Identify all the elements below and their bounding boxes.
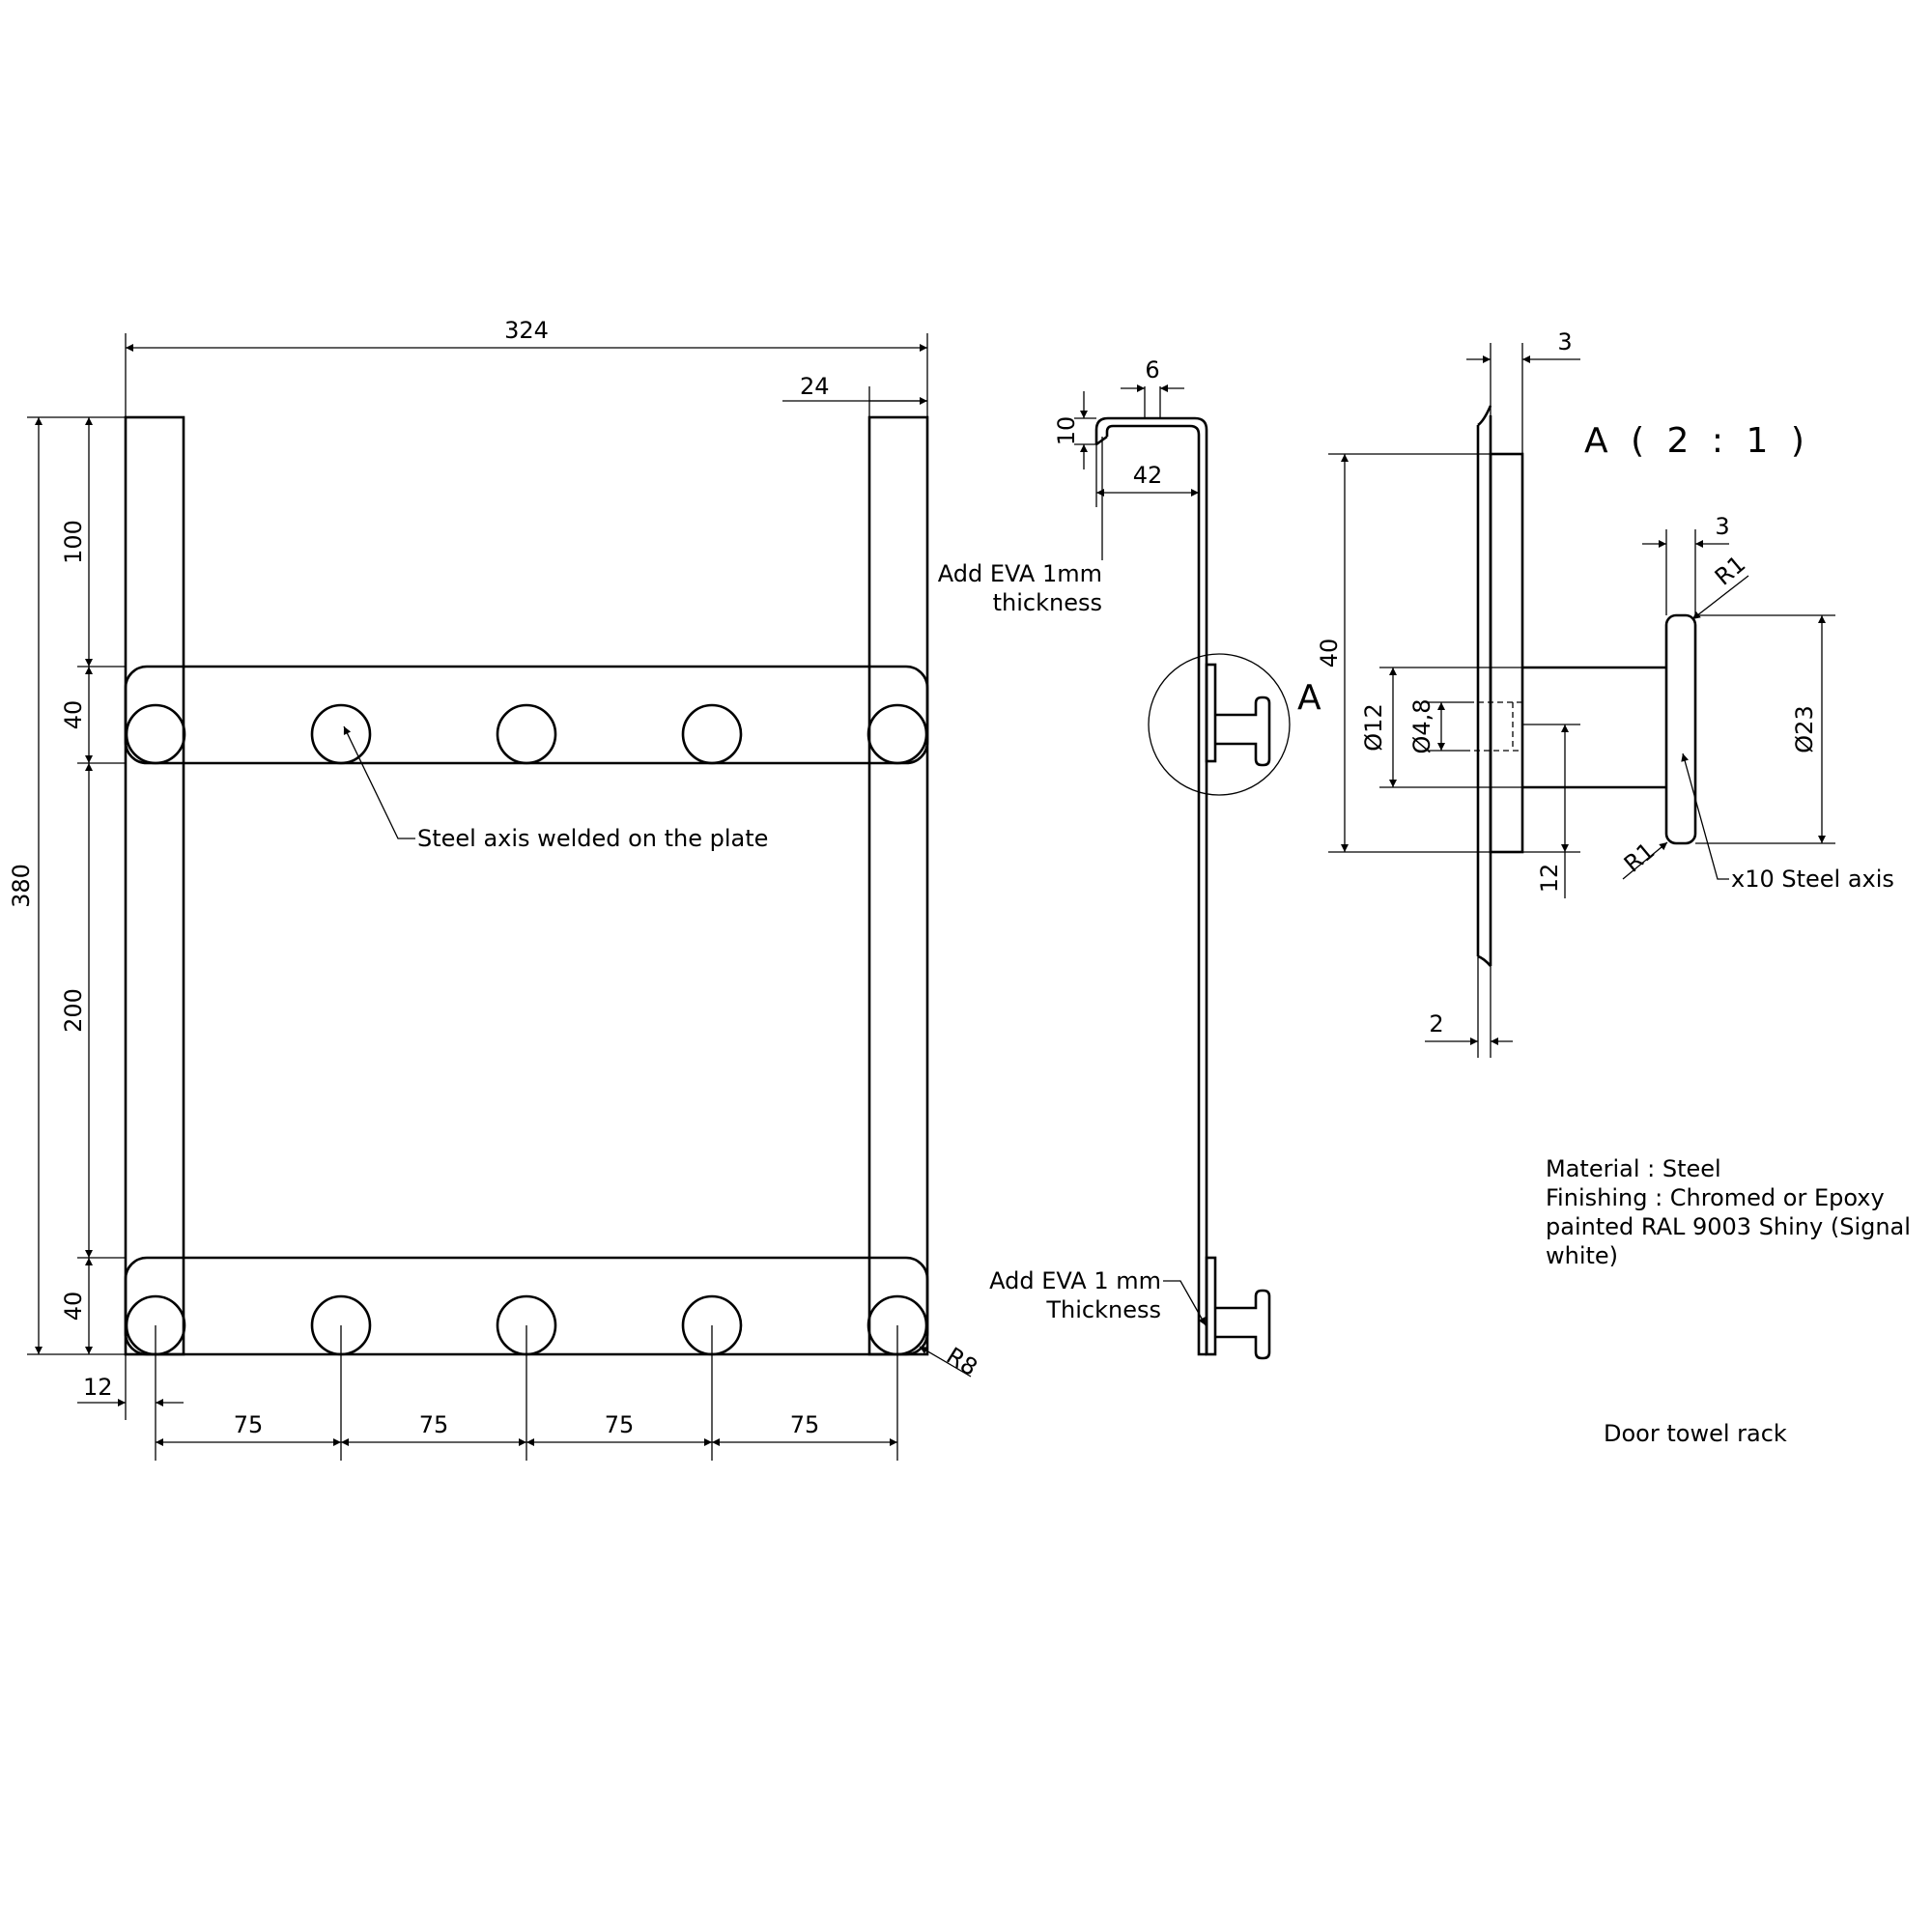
hook-side-top — [1215, 696, 1271, 767]
detail-plate — [1489, 452, 1524, 854]
dim-shaft-diameter: Ø12 — [1360, 703, 1387, 751]
detail-label: A — [1297, 678, 1321, 718]
dim-corner-radius: R8 — [942, 1342, 982, 1381]
hook-circle — [125, 703, 186, 765]
drawing-title: Door towel rack — [1604, 1420, 1787, 1447]
hook-circle — [867, 703, 928, 765]
hook-circle — [310, 703, 372, 765]
side-view: A 6 10 42 Add EVA 1mm thickness Add EVA … — [938, 356, 1321, 1360]
detail-view: A ( 2 : 1 ) 3 2 40 — [1316, 328, 1894, 1058]
eva-pad-top — [1205, 663, 1217, 763]
dim-hook-spacing-1: 75 — [234, 1411, 264, 1438]
dim-hook-spacing-2: 75 — [419, 1411, 449, 1438]
dim-upright-width: 24 — [800, 373, 830, 400]
detail-hidden-hole — [1468, 701, 1523, 752]
dim-plate-thickness: 3 — [1557, 328, 1572, 355]
right-upright — [867, 415, 929, 1356]
dim-head-diameter: Ø23 — [1791, 705, 1818, 753]
detail-circle — [1148, 653, 1291, 796]
eva-pad-bottom — [1205, 1256, 1217, 1356]
finishing-note-line2: painted RAL 9003 Shiny (Signal — [1546, 1213, 1911, 1240]
dim-plate-height-bottom: 40 — [60, 1292, 87, 1321]
hook-circle — [496, 703, 557, 765]
dim-top-gap: 100 — [60, 520, 87, 564]
front-view: 324 24 380 100 40 200 40 12 — [8, 317, 982, 1461]
finishing-note-line3: white) — [1546, 1242, 1618, 1269]
dim-hook-spacing-3: 75 — [605, 1411, 635, 1438]
dim-lip-height: 10 — [1053, 416, 1080, 446]
detail-title: A ( 2 : 1 ) — [1584, 421, 1810, 461]
material-note: Material : Steel — [1546, 1155, 1721, 1182]
dim-radius-bottom: R1 — [1619, 838, 1660, 878]
dim-middle-gap: 200 — [60, 988, 87, 1033]
dim-radius-top: R1 — [1710, 551, 1750, 591]
dim-head-thickness: 3 — [1715, 513, 1729, 540]
dim-eva-thickness: 2 — [1429, 1010, 1443, 1037]
dim-plate-height-top: 40 — [60, 700, 87, 730]
dim-hook-depth: 42 — [1133, 462, 1163, 489]
top-hooks — [125, 703, 928, 765]
dim-edge-offset: 12 — [83, 1374, 113, 1401]
finishing-note-line1: Finishing : Chromed or Epoxy — [1546, 1184, 1885, 1211]
dim-lip-width: 6 — [1145, 356, 1159, 384]
door-hook-profile-outer — [1094, 416, 1208, 1354]
dim-hole-diameter: Ø4,8 — [1408, 698, 1435, 753]
note-eva-top-line2: thickness — [993, 589, 1102, 616]
hook-circle — [681, 703, 743, 765]
dim-plate-height: 40 — [1316, 639, 1343, 668]
callout-steel-axis: Steel axis welded on the plate — [417, 825, 768, 852]
door-hook-profile-inner — [1105, 424, 1207, 1356]
note-eva-top-line1: Add EVA 1mm — [938, 560, 1102, 587]
dim-shaft-offset: 12 — [1536, 864, 1563, 894]
hook-side-bottom — [1215, 1289, 1271, 1360]
detail-shaft — [1522, 666, 1666, 789]
dim-hook-spacing-4: 75 — [790, 1411, 820, 1438]
detail-head — [1664, 613, 1697, 845]
callout-steel-axis-count: x10 Steel axis — [1731, 866, 1894, 893]
left-upright — [124, 415, 185, 1356]
notes-block: Material : Steel Finishing : Chromed or … — [1546, 1155, 1911, 1447]
note-eva-bottom-line2: Thickness — [1045, 1296, 1161, 1323]
top-plate — [124, 665, 929, 765]
note-eva-bottom-line1: Add EVA 1 mm — [989, 1267, 1161, 1294]
dim-overall-height: 380 — [8, 864, 35, 908]
dim-overall-width: 324 — [504, 317, 549, 344]
